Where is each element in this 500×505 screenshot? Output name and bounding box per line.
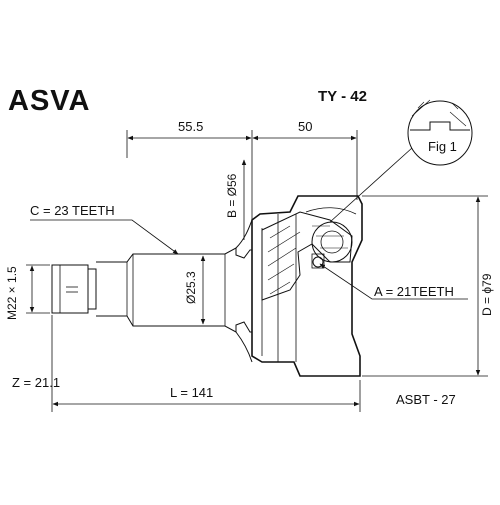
dim-c: C = 23 TEETH — [30, 203, 179, 255]
dim-c-label: C = 23 TEETH — [30, 203, 115, 218]
figure-icon: Fig 1 — [407, 99, 473, 166]
ref-code: ASBT - 27 — [396, 392, 456, 407]
dim-l-label: L = 141 — [170, 385, 213, 400]
dim-l: L = 141 — [51, 315, 361, 412]
dim-d: D = ϕ79 — [362, 195, 494, 377]
dim-shaft: Ø25.3 — [184, 255, 206, 325]
figure-label: Fig 1 — [428, 139, 457, 154]
dim-b: B = Ø56 — [225, 159, 247, 240]
dim-m-label: M22 × 1.5 — [5, 266, 19, 320]
dim-a-label: A = 21TEETH — [374, 284, 454, 299]
dim-top-right: 50 — [298, 119, 312, 134]
dim-top-left: 55.5 — [178, 119, 203, 134]
figure-leader — [329, 147, 413, 223]
dim-m: M22 × 1.5 — [5, 264, 50, 320]
dim-b-label: B = Ø56 — [225, 173, 239, 218]
joint-housing — [251, 195, 363, 377]
dim-shaft-label: Ø25.3 — [184, 271, 198, 304]
dim-d-label: D = ϕ79 — [480, 273, 494, 316]
top-dimensions: 55.5 50 — [126, 119, 358, 250]
brand-logo: ASVA — [8, 85, 90, 117]
dim-a: A = 21TEETH — [319, 263, 468, 300]
dim-z-label: Z = 21.1 — [12, 375, 60, 390]
shaft-outline — [51, 219, 253, 363]
part-number: TY - 42 — [318, 88, 367, 105]
